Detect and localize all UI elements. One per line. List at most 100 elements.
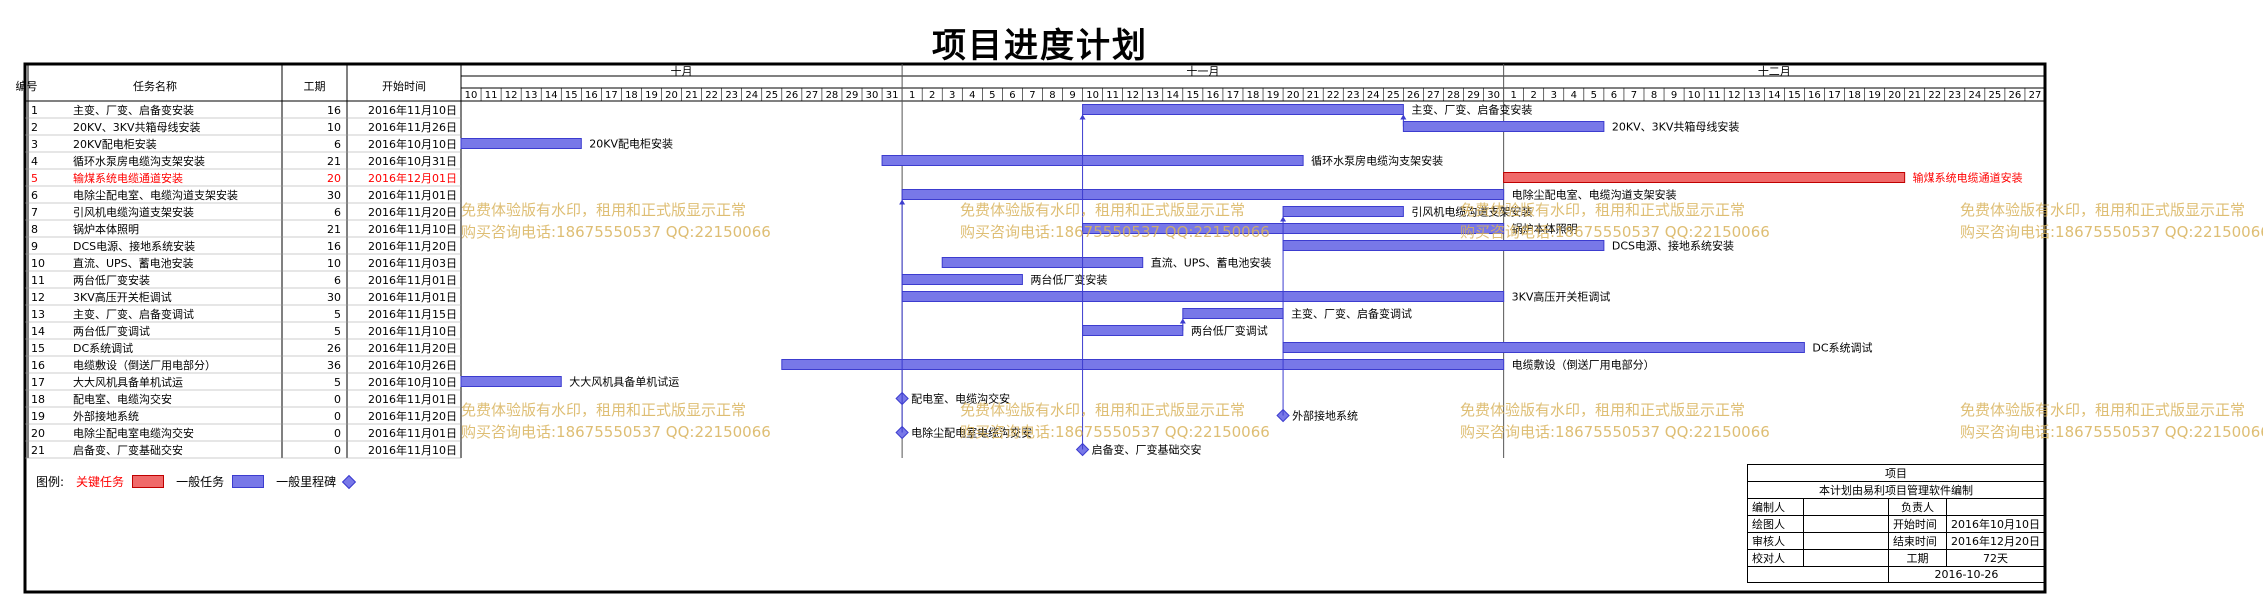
day-label: 4	[1571, 90, 1577, 101]
watermark-line2: 购买咨询电话:18675550537 QQ:22150066	[1960, 223, 2263, 241]
day-label: 13	[1748, 90, 1761, 101]
task-label: 电缆敷设（倒送厂用电部分）	[1512, 358, 1655, 372]
row-duration: 0	[334, 444, 341, 457]
task-label: 20KV、3KV共箱母线安装	[1612, 120, 1739, 134]
row-duration: 6	[334, 206, 341, 219]
row-start: 2016年10月31日	[368, 154, 457, 168]
watermark-line2: 购买咨询电话:18675550537 QQ:22150066	[1460, 223, 1770, 241]
task-bar	[881, 155, 1304, 166]
task-bar	[1282, 206, 1404, 217]
task-label: 锅炉本体照明	[1512, 222, 1578, 236]
day-label: 25	[1989, 90, 2002, 101]
info-compiler-value	[1803, 498, 1889, 516]
task-label: 直流、UPS、蓄电池安装	[1151, 256, 1272, 270]
critical-task-bar	[1503, 172, 1906, 183]
row-duration: 0	[334, 410, 341, 423]
task-bar	[901, 274, 1023, 285]
day-label: 31	[886, 90, 899, 101]
legend-normal-swatch	[232, 475, 265, 488]
watermark-line1: 免费体验版有水印，租用和正式版显示正常	[1460, 401, 1746, 419]
task-label: DCS电源、接地系统安装	[1612, 239, 1734, 253]
row-id: 5	[31, 172, 38, 185]
watermark-line1: 免费体验版有水印，租用和正式版显示正常	[960, 201, 1246, 219]
row-duration: 21	[327, 223, 341, 236]
day-label: 25	[765, 90, 778, 101]
header-start: 开始时间	[382, 79, 426, 93]
dependency-arrow	[1179, 318, 1186, 324]
day-label: 19	[1868, 90, 1881, 101]
info-header: 项目	[1747, 464, 2045, 482]
row-id: 16	[31, 359, 45, 372]
row-start: 2016年11月26日	[368, 120, 457, 134]
row-id: 9	[31, 240, 38, 253]
dependency-arrow	[899, 199, 906, 205]
row-id: 17	[31, 376, 45, 389]
row-id: 20	[31, 427, 45, 440]
info-start-label: 开始时间	[1887, 515, 1948, 533]
day-label: 1	[909, 90, 915, 101]
row-start: 2016年11月01日	[368, 426, 457, 440]
info-empty-cell	[1747, 566, 1889, 583]
row-start: 2016年11月20日	[368, 409, 457, 423]
row-duration: 10	[327, 257, 341, 270]
day-label: 18	[1247, 90, 1260, 101]
row-start: 2016年10月10日	[368, 137, 457, 151]
day-label: 27	[806, 90, 819, 101]
watermark-line2: 购买咨询电话:18675550537 QQ:22150066	[1460, 423, 1770, 441]
day-label: 10	[465, 90, 478, 101]
day-label: 14	[1768, 90, 1781, 101]
day-label: 27	[2029, 90, 2042, 101]
task-bar	[1402, 121, 1605, 132]
row-name: 锅炉本体照明	[73, 222, 139, 236]
day-label: 5	[989, 90, 995, 101]
watermark: 免费体验版有水印，租用和正式版显示正常 购买咨询电话:18675550537 Q…	[461, 399, 771, 443]
header-id: 编号	[16, 79, 38, 93]
row-start: 2016年11月01日	[368, 273, 457, 287]
row-start: 2016年10月10日	[368, 375, 457, 389]
row-id: 3	[31, 138, 38, 151]
row-start: 2016年11月15日	[368, 307, 457, 321]
task-label: 两台低厂变安装	[1030, 273, 1107, 287]
row-name: 主变、厂变、启备变安装	[73, 103, 194, 117]
header-name: 任务名称	[133, 79, 177, 93]
day-label: 20	[665, 90, 678, 101]
day-label: 23	[1948, 90, 1961, 101]
info-end-value: 2016年12月20日	[1946, 532, 2045, 550]
watermark-line2: 购买咨询电话:18675550537 QQ:22150066	[461, 223, 771, 241]
info-reviewer-value	[1803, 532, 1889, 550]
info-checker-label: 校对人	[1746, 549, 1805, 567]
row-id: 2	[31, 121, 38, 134]
task-label: 两台低厂变调试	[1191, 324, 1268, 338]
row-name: DCS电源、接地系统安装	[73, 239, 195, 253]
row-name: 配电室、电缆沟交安	[73, 392, 172, 406]
row-start: 2016年11月10日	[368, 324, 457, 338]
day-label: 3	[949, 90, 955, 101]
watermark-line1: 免费体验版有水印，租用和正式版显示正常	[1460, 201, 1746, 219]
info-duration-value: 72天	[1946, 549, 2045, 567]
day-label: 22	[705, 90, 718, 101]
day-label: 7	[1029, 90, 1035, 101]
row-name: 启备变、厂变基础交安	[73, 443, 183, 457]
row-duration: 5	[334, 376, 341, 389]
day-label: 22	[1928, 90, 1941, 101]
row-start: 2016年11月01日	[368, 290, 457, 304]
day-label: 25	[1387, 90, 1400, 101]
info-reviewer-label: 审核人	[1746, 532, 1805, 550]
day-label: 15	[1186, 90, 1199, 101]
watermark: 免费体验版有水印，租用和正式版显示正常 购买咨询电话:18675550537 Q…	[960, 199, 1270, 243]
row-id: 18	[31, 393, 45, 406]
task-bar	[460, 138, 582, 149]
day-label: 23	[1347, 90, 1360, 101]
legend: 图例: 关键任务 一般任务 一般里程碑	[36, 473, 357, 490]
row-id: 4	[31, 155, 38, 168]
info-duration-label: 工期	[1887, 549, 1948, 567]
watermark: 免费体验版有水印，租用和正式版显示正常 购买咨询电话:18675550537 Q…	[960, 399, 1270, 443]
info-box: 项目 本计划由易利项目管理软件编制 编制人 负责人 绘图人 开始时间 2016年…	[1746, 464, 2046, 583]
watermark: 免费体验版有水印，租用和正式版显示正常 购买咨询电话:18675550537 Q…	[1960, 199, 2263, 243]
chart-frame	[23, 62, 2047, 594]
row-name: 直流、UPS、蓄电池安装	[73, 256, 194, 270]
row-start: 2016年11月20日	[368, 205, 457, 219]
row-id: 7	[31, 206, 38, 219]
row-name: 引风机电缆沟道支架安装	[73, 205, 194, 219]
